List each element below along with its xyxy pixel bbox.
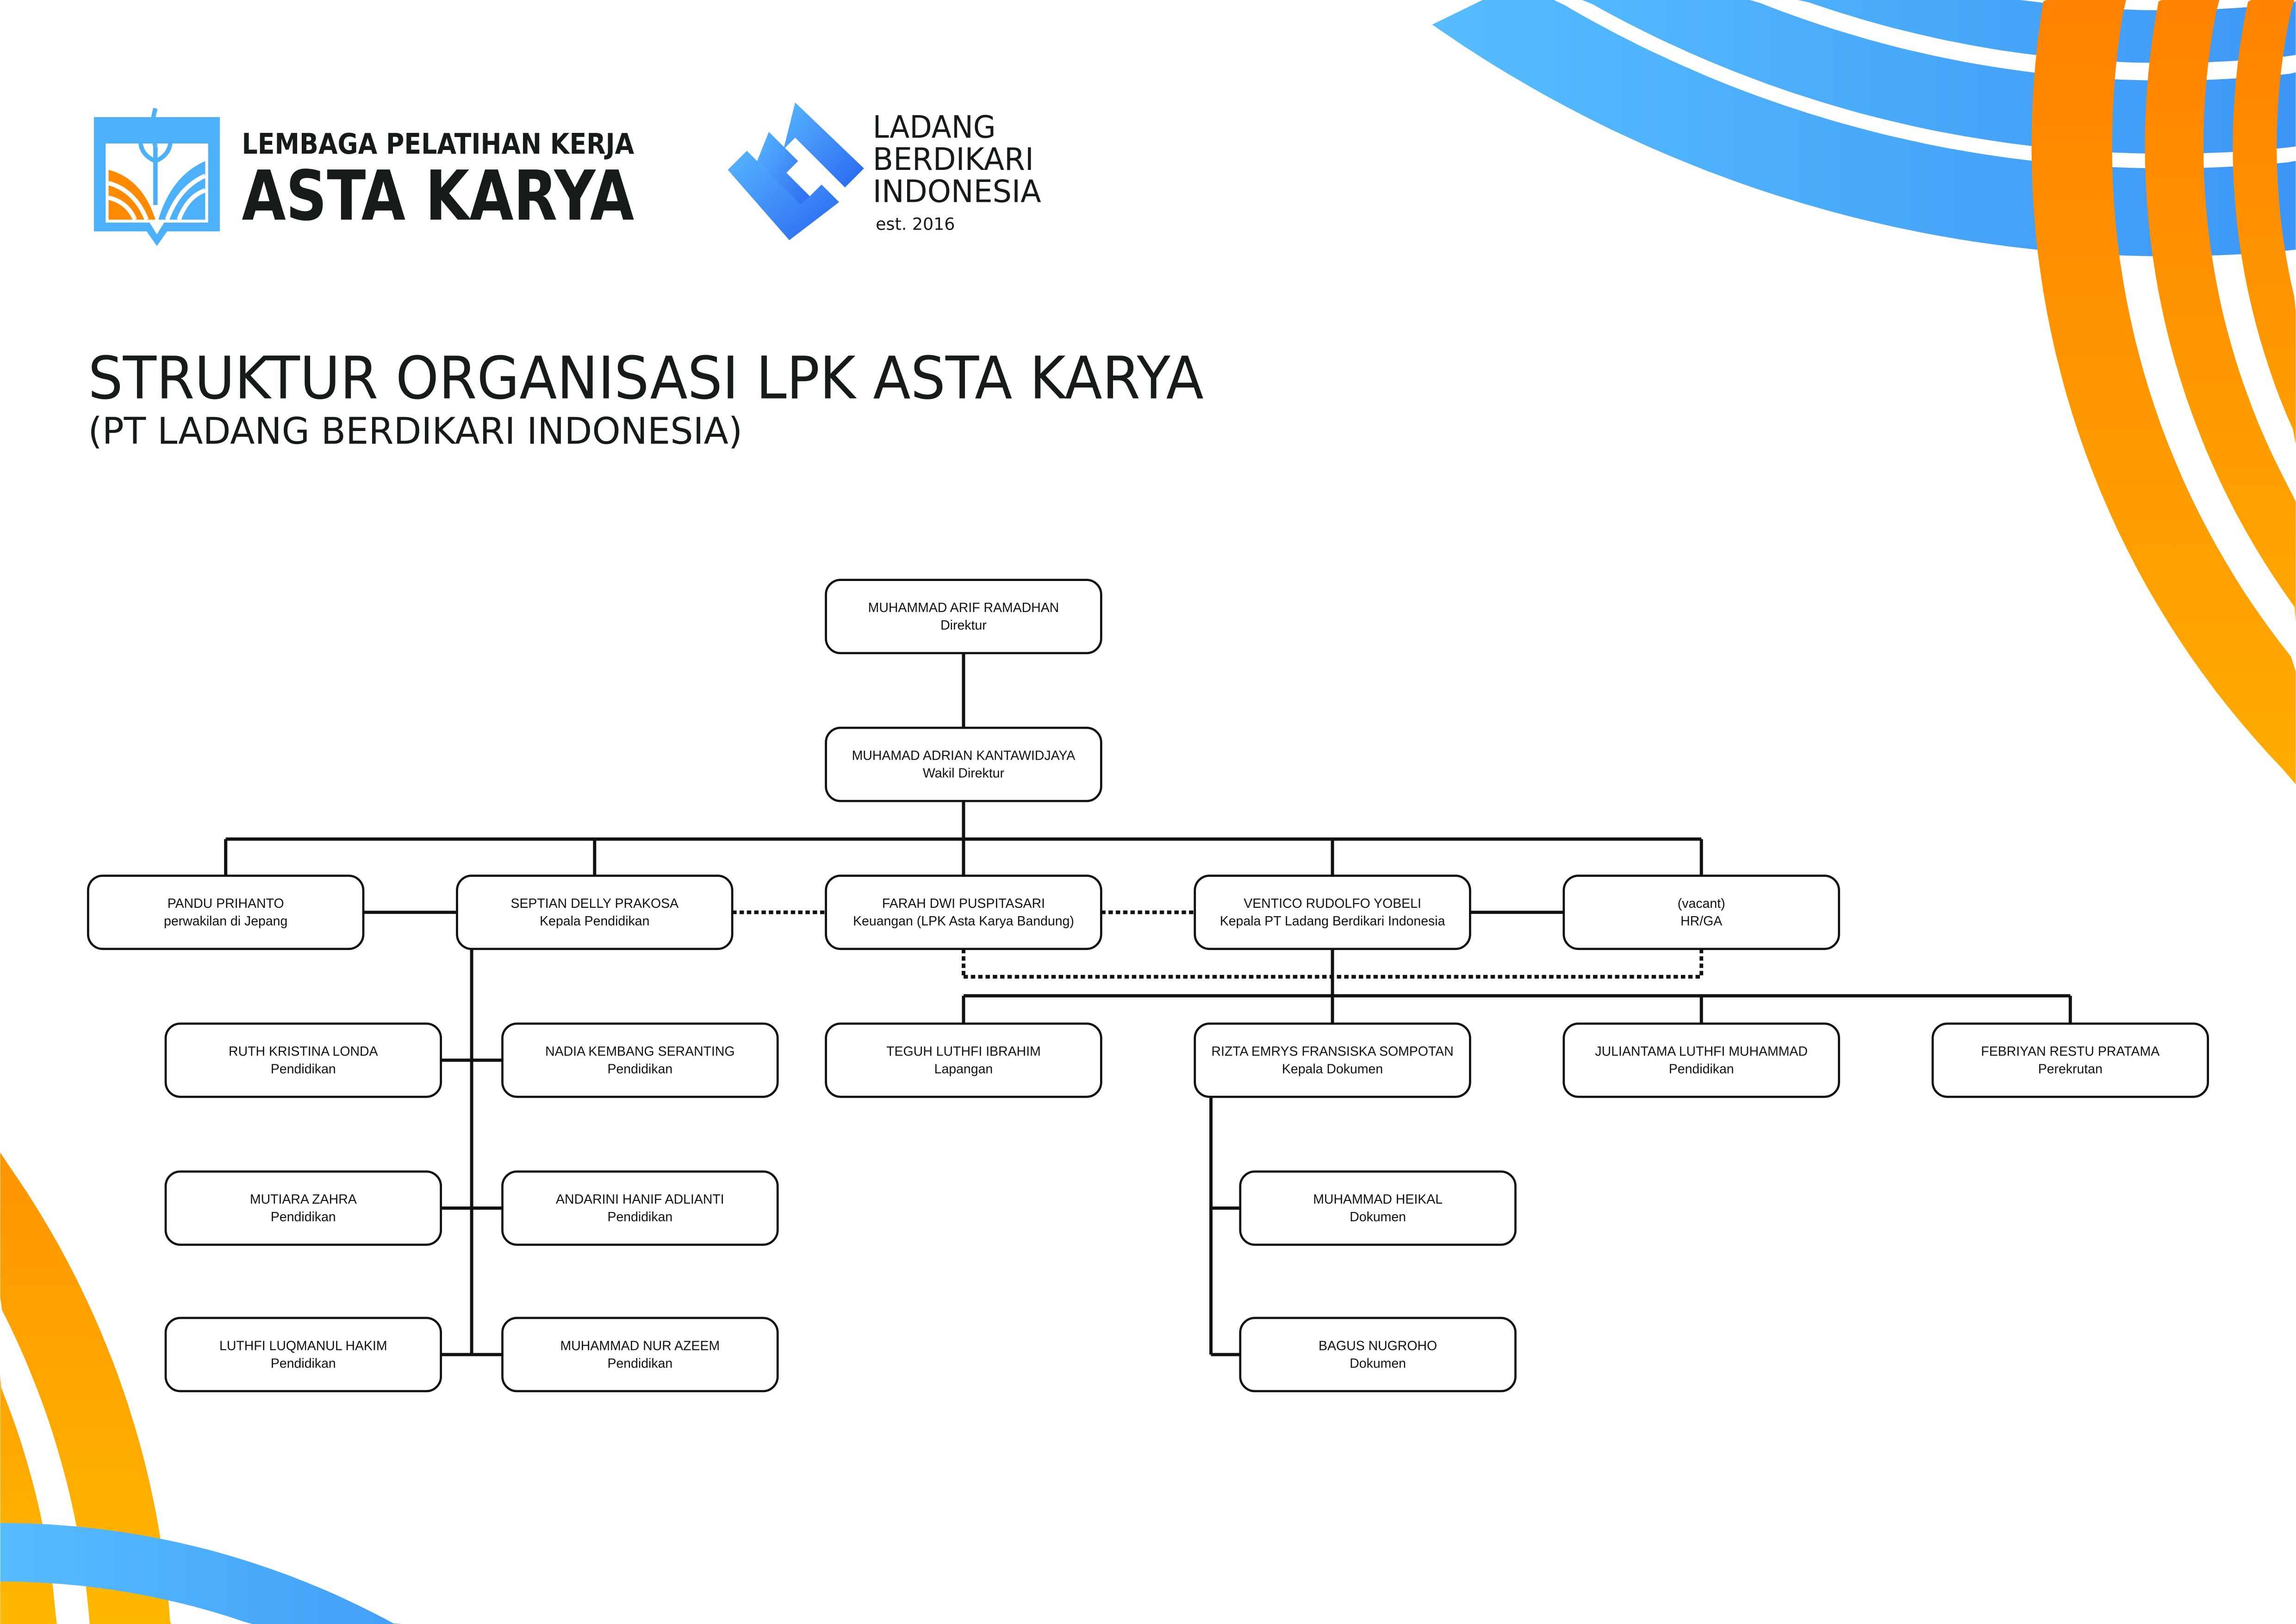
right-orange-arc [2145,0,2296,918]
member-role: Keuangan (LPK Asta Karya Bandung) [853,914,1074,929]
member-name: MUTIARA ZAHRA [250,1192,357,1207]
member-role: Pendidikan [607,1356,672,1371]
right-orange-arc [2031,0,2296,1030]
ladang-logo-line3: INDONESIA [873,174,1041,210]
member-role: Pendidikan [607,1062,672,1077]
member-name: SEPTIAN DELLY PRAKOSA [510,896,678,911]
member-role: Kepala PT Ladang Berdikari Indonesia [1220,914,1445,929]
member-role: Wakil Direktur [923,766,1004,781]
org-box-rizta: RIZTA EMRYS FRANSISKA SOMPOTAN Kepala Dok… [1194,1022,1471,1098]
member-role: Kepala Dokumen [1282,1062,1383,1077]
line-level2-drops [224,839,1703,876]
org-box-septian: SEPTIAN DELLY PRAKOSA Kepala Pendidikan [456,874,734,950]
org-box-heikal: MUHAMMAD HEIKAL Dokumen [1239,1170,1517,1246]
member-role: Pendidikan [607,1210,672,1224]
member-name: TEGUH LUTHFI IBRAHIM [886,1044,1041,1059]
org-box-ruth: RUTH KRISTINA LONDA Pendidikan [164,1022,442,1098]
org-box-febriyan: FEBRIYAN RESTU PRATAMA Perekrutan [1931,1022,2209,1098]
org-box-farah: FARAH DWI PUSPITASARI Keuangan (LPK Asta … [825,874,1102,950]
member-name: MUHAMMAD HEIKAL [1313,1192,1443,1207]
member-name: MUHAMAD ADRIAN KANTAWIDJAYA [852,749,1076,763]
org-box-juliantama: JULIANTAMA LUTHFI MUHAMMAD Pendidikan [1562,1022,1840,1098]
member-name: MUHAMMAD ARIF RAMADHAN [868,600,1059,615]
asta-karya-logo-line1: LEMBAGA PELATIHAN KERJA [242,127,634,161]
ladang-logo-est: est. 2016 [876,214,955,234]
member-name: JULIANTAMA LUTHFI MUHAMMAD [1595,1044,1807,1059]
member-name: FARAH DWI PUSPITASARI [882,896,1045,911]
org-box-andarini: ANDARINI HANIF ADLIANTI Pendidikan [501,1170,779,1246]
member-name: NADIA KEMBANG SERANTING [545,1044,735,1059]
member-name: FEBRIYAN RESTU PRATAMA [1981,1044,2159,1059]
member-name: LUTHFI LUQMANUL HAKIM [219,1338,387,1353]
member-name: ANDARINI HANIF ADLIANTI [556,1192,724,1207]
org-box-azeem: MUHAMMAD NUR AZEEM Pendidikan [501,1317,779,1393]
line-rizta-spine [1209,1097,1240,1356]
member-role: Perekrutan [2038,1062,2103,1077]
member-name: RUTH KRISTINA LONDA [229,1044,378,1059]
member-role: Kepala Pendidikan [540,914,649,929]
org-box-ventico: VENTICO RUDOLFO YOBELI Kepala PT Ladang B… [1194,874,1471,950]
org-box-nadia: NADIA KEMBANG SERANTING Pendidikan [501,1022,779,1098]
org-box-bagus: BAGUS NUGROHO Dokumen [1239,1317,1517,1393]
line-level3-drops [962,995,2072,1024]
member-role: Dokumen [1350,1210,1406,1224]
member-role: Direktur [940,618,987,633]
org-box-luthfi: LUTHFI LUQMANUL HAKIM Pendidikan [164,1317,442,1393]
org-box-teguh: TEGUH LUTHFI IBRAHIM Lapangan [825,1022,1102,1098]
line-pendidikan-rows [441,1058,503,1356]
member-name: RIZTA EMRYS FRANSISKA SOMPOTAN [1211,1044,1453,1059]
org-box-vacant-hrga: (vacant) HR/GA [1562,874,1840,950]
ladang-logo-text: LADANG BERDIKARI INDONESIA [873,109,1041,209]
org-box-wakil-direktur: MUHAMAD ADRIAN KANTAWIDJAYA Wakil Direktu… [825,726,1102,802]
member-name: MUHAMMAD NUR AZEEM [560,1338,720,1353]
asta-karya-logo-line2: ASTA KARYA [242,156,634,236]
page-title: STRUKTUR ORGANISASI LPK ASTA KARYA [88,344,1203,412]
org-box-pandu: PANDU PRIHANTO perwakilan di Jepang [87,874,365,950]
asta-karya-emblem-icon [93,107,220,246]
member-name: BAGUS NUGROHO [1319,1338,1437,1353]
connectors [224,653,2072,1356]
member-role: Pendidikan [271,1356,336,1371]
org-box-direktur: MUHAMMAD ARIF RAMADHAN Direktur [825,579,1102,655]
member-role: Pendidikan [1669,1062,1734,1077]
member-name: (vacant) [1678,896,1725,911]
bottom-left-orange-arc [0,901,173,1624]
member-name: PANDU PRIHANTO [168,896,284,911]
bottom-left-orange-arc [0,999,59,1624]
member-name: VENTICO RUDOLFO YOBELI [1244,896,1421,911]
right-orange-arc [2233,0,2296,832]
member-role: Dokumen [1350,1356,1406,1371]
member-role: Pendidikan [271,1062,336,1077]
dashed-oversight-drops [961,949,1704,977]
org-box-mutiara: MUTIARA ZAHRA Pendidikan [164,1170,442,1246]
page-subtitle: (PT LADANG BERDIKARI INDONESIA) [88,410,742,452]
member-role: Lapangan [934,1062,993,1077]
bottom-left-blue-arc [0,1523,528,1624]
member-role: HR/GA [1680,914,1722,929]
member-role: perwakilan di Jepang [164,914,287,929]
ladang-logo-line1: LADANG [873,109,996,145]
member-role: Pendidikan [271,1210,336,1224]
ladang-berdikari-emblem-icon [728,102,864,240]
ladang-logo-line2: BERDIKARI [873,141,1034,177]
